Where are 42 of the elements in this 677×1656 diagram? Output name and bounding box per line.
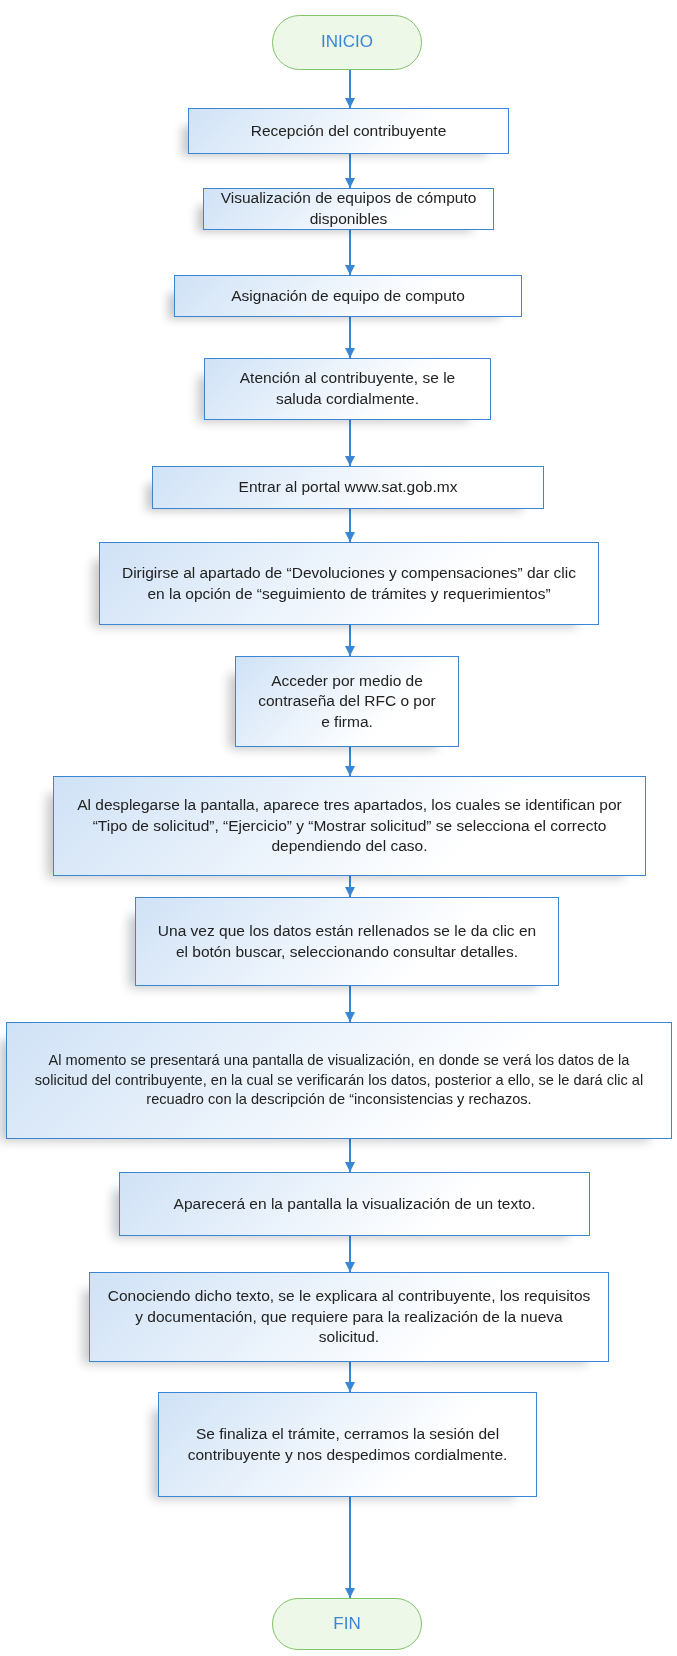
process-box bbox=[152, 466, 544, 509]
step-text: Recepción del contribuyente bbox=[250, 120, 447, 141]
step-text: Se finaliza el trámite, cerramos la sesión del contribuyente y nos despedimos cordialmente. bbox=[186, 1423, 509, 1465]
arrow bbox=[345, 153, 355, 189]
arrow bbox=[345, 316, 355, 359]
arrow bbox=[345, 985, 355, 1023]
process-box bbox=[119, 1172, 590, 1236]
step-text: Atención al contribuyente, se le saluda cordialmente. bbox=[238, 368, 457, 409]
arrow bbox=[345, 508, 355, 543]
process-box bbox=[188, 108, 509, 154]
arrow bbox=[345, 875, 355, 898]
step-text: INICIO bbox=[321, 31, 373, 54]
step-text: Una vez que los datos están rellenados se le da clic en el botón buscar, seleccionando consultar detalles. bbox=[156, 920, 538, 962]
process-box bbox=[204, 358, 491, 420]
step-text: Asignación de equipo de computo bbox=[231, 285, 465, 306]
arrow bbox=[345, 1138, 355, 1173]
step-text: Visualización de equipos de cómputo disponibles bbox=[220, 188, 477, 229]
arrow bbox=[345, 1496, 355, 1599]
step-text: Al momento se presentará una pantalla de visualización, en donde se verá los datos de la solicitud del contribuyente, en la cual se verificarán los datos, posterior a ello, se le dará clic al recuadro con la descripción de “inconsistencias y rechazos. bbox=[33, 1051, 645, 1110]
arrow bbox=[345, 1235, 355, 1273]
step-text: Dirigirse al apartado de “Devoluciones y compensaciones” dar clic en la opción de “seguimiento de trámites y requerimientos” bbox=[121, 562, 577, 604]
step-text: Acceder por medio de contraseña del RFC o por e firma. bbox=[257, 670, 437, 732]
process-box bbox=[174, 275, 522, 317]
process-box bbox=[158, 1392, 537, 1497]
step-text: Conociendo dicho texto, se le explicara al contribuyente, los requisitos y documentación, que requiere para la realización de la nueva solicitud. bbox=[106, 1286, 592, 1348]
arrow bbox=[345, 624, 355, 657]
process-box bbox=[135, 897, 559, 986]
arrow bbox=[345, 419, 355, 467]
step-text: Entrar al portal www.sat.gob.mx bbox=[238, 477, 458, 498]
process-box bbox=[99, 542, 599, 625]
step-text: Aparecerá en la pantalla la visualización de un texto. bbox=[173, 1193, 536, 1214]
process-box bbox=[53, 776, 646, 876]
arrow bbox=[345, 746, 355, 777]
arrow bbox=[345, 229, 355, 276]
arrow bbox=[345, 69, 355, 109]
arrow bbox=[345, 1361, 355, 1393]
step-text: Al desplegarse la pantalla, aparece tres apartados, los cuales se identifican por “Tipo de solicitud”, “Ejercicio” y “Mostrar solicitud” se selecciona el correcto dependiendo del caso. bbox=[76, 795, 623, 857]
step-text: FIN bbox=[333, 1612, 361, 1635]
process-box bbox=[89, 1272, 609, 1362]
terminal-pill bbox=[272, 1598, 422, 1650]
process-box bbox=[6, 1022, 672, 1139]
process-box bbox=[235, 656, 459, 747]
